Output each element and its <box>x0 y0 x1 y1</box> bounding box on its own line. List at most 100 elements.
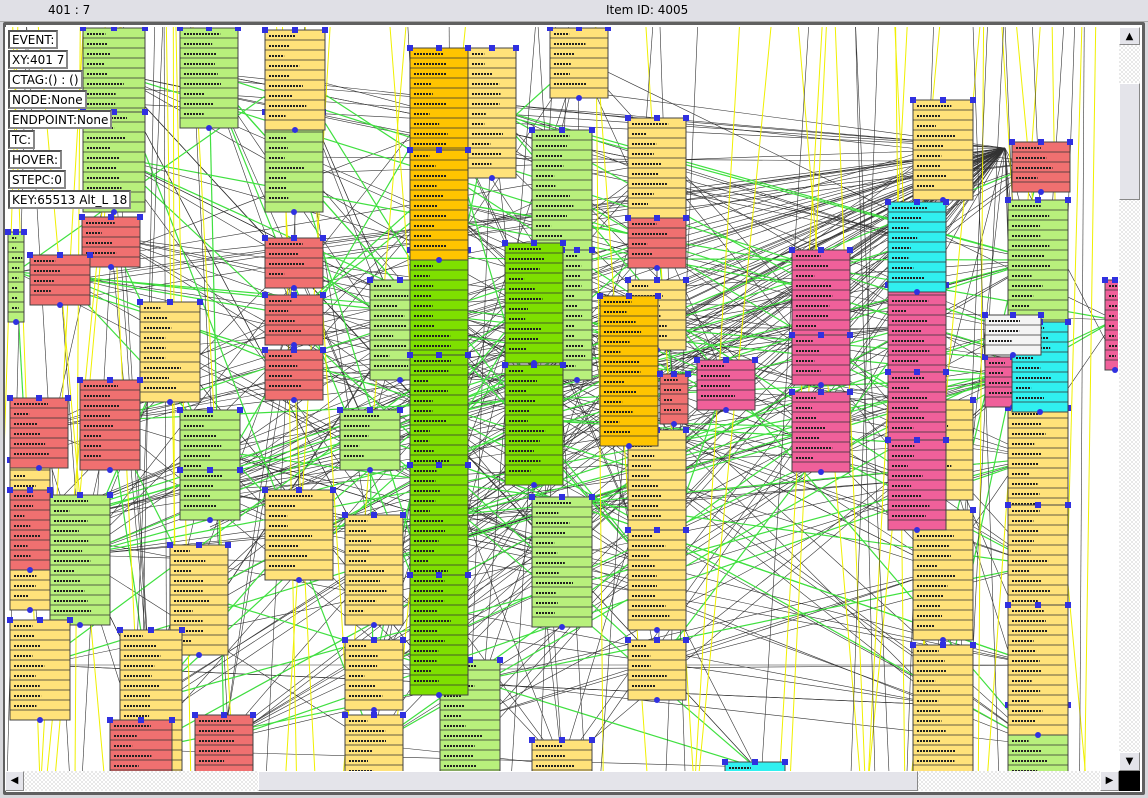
port-icon <box>262 292 268 298</box>
graph-node-light-green[interactable] <box>5 229 27 325</box>
graph-node-bright-green[interactable] <box>407 352 471 478</box>
scroll-left-button[interactable]: ◀ <box>5 771 24 791</box>
graph-node-yellow[interactable] <box>465 45 519 181</box>
graph-node-bright-green[interactable] <box>407 572 471 698</box>
graph-node-red[interactable] <box>262 292 326 348</box>
port-icon <box>250 712 256 718</box>
graph-node-light-green[interactable] <box>529 494 595 630</box>
graph-node-cyan[interactable] <box>722 759 788 771</box>
graph-node-light-green[interactable] <box>177 27 241 131</box>
edge <box>399 147 1006 336</box>
graph-node-yellow[interactable] <box>529 737 595 771</box>
port-icon <box>560 362 566 368</box>
graph-node-yellow[interactable] <box>910 507 976 643</box>
key-readout: KEY:65513 Alt_L 18 <box>8 190 132 209</box>
edge <box>438 101 1006 149</box>
port-icon <box>207 467 213 473</box>
graph-node-pink[interactable] <box>789 332 853 388</box>
graph-node-yellow[interactable] <box>137 299 203 405</box>
edge <box>656 474 1039 746</box>
edge <box>850 27 879 771</box>
graph-node-yellow[interactable] <box>262 27 328 133</box>
graph-node-yellow[interactable] <box>625 637 689 703</box>
port-icon <box>320 235 326 241</box>
graph-node-yellow[interactable] <box>625 527 689 633</box>
graph-node-yellow[interactable] <box>342 637 406 713</box>
graph-node-red[interactable] <box>27 252 93 308</box>
graph-node-light-green[interactable] <box>337 407 403 473</box>
graph-canvas[interactable] <box>5 27 1118 771</box>
horizontal-scroll-thumb[interactable] <box>258 771 918 791</box>
port-icon <box>342 637 348 643</box>
graph-node-red[interactable] <box>192 712 256 771</box>
scroll-down-button[interactable]: ▼ <box>1119 752 1140 771</box>
port-icon <box>1038 312 1044 318</box>
edge <box>469 569 944 721</box>
graph-node-pink[interactable] <box>885 282 949 378</box>
graph-node-light-green[interactable] <box>529 127 595 263</box>
graph-node-bright-green[interactable] <box>502 362 566 488</box>
port-icon <box>465 352 471 358</box>
graph-node-bright-green[interactable] <box>502 240 566 366</box>
graph-node-yellow[interactable] <box>262 487 336 583</box>
port-icon <box>196 542 202 548</box>
graph-node-orange[interactable] <box>597 293 661 449</box>
graph-svg[interactable] <box>5 27 1118 771</box>
port-icon <box>943 369 949 375</box>
port-icon <box>400 637 406 643</box>
graph-node-red[interactable] <box>77 377 143 473</box>
graph-node-pink[interactable] <box>885 437 949 533</box>
graph-node-white[interactable] <box>982 312 1044 358</box>
graph-node-yellow[interactable] <box>910 97 976 203</box>
scroll-up-button[interactable]: ▲ <box>1119 27 1140 45</box>
port-icon <box>322 27 328 33</box>
graph-node-cyan[interactable] <box>885 199 949 295</box>
port-icon <box>502 240 508 246</box>
port-icon <box>970 97 976 103</box>
port-icon <box>371 637 377 643</box>
port-icon <box>221 712 227 718</box>
graph-node-orange[interactable] <box>407 147 471 263</box>
graph-node-red[interactable] <box>262 347 326 403</box>
graph-node-red[interactable] <box>107 717 175 771</box>
port-icon <box>547 27 553 31</box>
graph-node-yellow[interactable] <box>625 115 689 221</box>
graph-node-red[interactable] <box>7 395 71 471</box>
scroll-right-button[interactable]: ▶ <box>1100 771 1119 791</box>
graph-node-pink[interactable] <box>1102 277 1118 373</box>
graph-node-light-green[interactable] <box>47 492 113 628</box>
port-icon <box>27 252 33 258</box>
arrow-left-icon: ◀ <box>10 775 19 786</box>
port-icon <box>1067 139 1073 145</box>
graph-node-yellow[interactable] <box>910 642 976 771</box>
graph-node-red[interactable] <box>1009 139 1073 195</box>
port-icon <box>262 235 268 241</box>
graph-node-red[interactable] <box>79 214 143 270</box>
graph-node-light-green[interactable] <box>1005 197 1071 333</box>
graph-node-red[interactable] <box>657 371 691 427</box>
graph-node-pink[interactable] <box>694 357 758 413</box>
port-icon <box>559 127 565 133</box>
graph-node-yellow[interactable] <box>342 512 406 628</box>
horizontal-scrollbar[interactable]: ◀ ▶ <box>5 771 1119 791</box>
graph-node-bright-green[interactable] <box>407 247 471 373</box>
vertical-scrollbar[interactable]: ▲ ▼ <box>1119 27 1140 771</box>
graph-node-red[interactable] <box>625 215 689 271</box>
graph-node-yellow[interactable] <box>7 617 73 723</box>
graph-node-yellow[interactable] <box>547 27 611 101</box>
port-icon <box>262 487 268 493</box>
graph-node-pink[interactable] <box>885 369 949 445</box>
graph-node-red[interactable] <box>262 235 326 291</box>
port-icon <box>37 617 43 623</box>
port-icon <box>206 27 212 31</box>
graph-node-yellow[interactable] <box>342 712 406 771</box>
graph-node-red[interactable] <box>7 487 53 573</box>
graph-node-orange[interactable] <box>407 45 471 161</box>
graph-node-yellow[interactable] <box>1005 602 1071 738</box>
vertical-scroll-thumb[interactable] <box>1119 83 1140 200</box>
graph-node-pink[interactable] <box>789 389 853 475</box>
port-icon <box>142 27 148 31</box>
graph-node-light-green[interactable] <box>177 467 243 523</box>
graph-node-bright-green[interactable] <box>407 462 471 588</box>
graph-node-pink[interactable] <box>789 247 853 343</box>
